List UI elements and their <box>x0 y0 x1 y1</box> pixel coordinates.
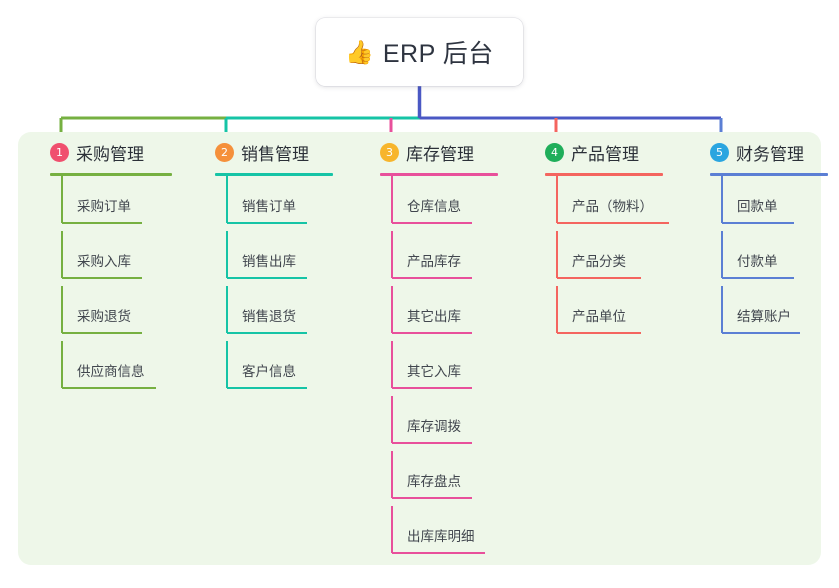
item-connector-stem <box>61 286 63 333</box>
item-underline <box>62 222 142 224</box>
item-label: 库存盘点 <box>407 474 461 489</box>
item-label: 产品（物料） <box>572 199 653 214</box>
item-connector-stem <box>391 231 393 278</box>
branch-columns: 1 采购管理采购订单采购入库采购退货供应商信息 2 销售管理销售订单销售出库销售退货客… <box>18 132 828 565</box>
thumbs-up-icon: 👍 <box>345 38 374 65</box>
item-connector-stem <box>391 451 393 498</box>
branch-title: 财务管理 <box>736 144 804 164</box>
item-label: 采购退货 <box>77 309 131 324</box>
item-underline <box>227 277 307 279</box>
branch-number-badge: 3 <box>380 142 399 162</box>
item-connector-stem <box>226 341 228 388</box>
item-underline <box>62 332 142 334</box>
item-connector-stem <box>226 176 228 223</box>
root-node[interactable]: 👍 ERP 后台 <box>316 18 523 86</box>
branch-header-1[interactable]: 1 采购管理 <box>28 132 144 172</box>
item-label: 出库库明细 <box>407 529 475 544</box>
item-underline <box>62 387 156 389</box>
branch-underline <box>215 173 333 176</box>
branch-number-badge: 2 <box>215 142 234 162</box>
item-connector-stem <box>391 286 393 333</box>
branch-column-3: 3 库存管理仓库信息产品库存其它出库其它入库库存调拨库存盘点出库库明细 <box>358 132 498 554</box>
item-label: 产品库存 <box>407 254 461 269</box>
branch-title: 采购管理 <box>76 144 144 164</box>
item-connector-stem <box>226 286 228 333</box>
item-underline <box>227 387 307 389</box>
branch-number-badge: 1 <box>50 142 69 162</box>
branch-title: 库存管理 <box>406 144 474 164</box>
root-title: ERP 后台 <box>382 40 494 68</box>
branch-underline <box>710 173 828 176</box>
item-connector-stem <box>391 506 393 553</box>
item-underline <box>722 222 794 224</box>
item-underline <box>392 277 472 279</box>
branch-column-4: 4 产品管理产品（物料） 产品分类产品单位 <box>523 132 669 334</box>
item-label: 采购入库 <box>77 254 131 269</box>
item-label: 结算账户 <box>737 309 791 324</box>
item-label: 付款单 <box>737 254 778 269</box>
item-label: 其它入库 <box>407 364 461 379</box>
item-underline <box>392 552 485 554</box>
root-node-content: 👍 ERP 后台 <box>345 34 494 70</box>
branch-number-badge: 4 <box>545 142 564 162</box>
item-underline <box>722 332 800 334</box>
item-underline <box>557 332 641 334</box>
item-label: 产品单位 <box>572 309 626 324</box>
item-underline <box>722 277 794 279</box>
item-label: 供应商信息 <box>77 364 145 379</box>
branch-column-2: 2 销售管理销售订单销售出库销售退货客户信息 <box>193 132 333 389</box>
item-connector-stem <box>391 341 393 388</box>
item-underline <box>557 277 641 279</box>
item-connector-stem <box>721 176 723 223</box>
item-label: 产品分类 <box>572 254 626 269</box>
branch-header-2[interactable]: 2 销售管理 <box>193 132 309 172</box>
item-label: 回款单 <box>737 199 778 214</box>
branch-header-4[interactable]: 4 产品管理 <box>523 132 639 172</box>
item-label: 客户信息 <box>242 364 296 379</box>
branch-title: 产品管理 <box>571 144 639 164</box>
item-underline <box>227 222 307 224</box>
branch-header-5[interactable]: 5 财务管理 <box>688 132 804 172</box>
branch-underline <box>380 173 498 176</box>
item-connector-stem <box>721 231 723 278</box>
item-underline <box>392 497 472 499</box>
item-label: 销售退货 <box>242 309 296 324</box>
item-label: 销售订单 <box>242 199 296 214</box>
item-underline <box>392 442 472 444</box>
branch-underline <box>50 173 172 176</box>
branch-column-1: 1 采购管理采购订单采购入库采购退货供应商信息 <box>28 132 172 389</box>
item-underline <box>392 222 472 224</box>
item-connector-stem <box>556 176 558 223</box>
item-label: 其它出库 <box>407 309 461 324</box>
item-connector-stem <box>61 176 63 223</box>
item-underline <box>557 222 669 224</box>
item-underline <box>227 332 307 334</box>
branch-header-3[interactable]: 3 库存管理 <box>358 132 474 172</box>
branch-underline <box>545 173 663 176</box>
item-connector-stem <box>391 396 393 443</box>
branch-title: 销售管理 <box>241 144 309 164</box>
branch-number-badge: 5 <box>710 142 729 162</box>
item-label: 销售出库 <box>242 254 296 269</box>
branch-column-5: 5 财务管理回款单付款单结算账户 <box>688 132 828 334</box>
item-label: 采购订单 <box>77 199 131 214</box>
item-connector-stem <box>391 176 393 223</box>
branches-panel <box>18 132 821 565</box>
item-label: 仓库信息 <box>407 199 461 214</box>
item-underline <box>392 332 472 334</box>
item-underline <box>62 277 142 279</box>
item-connector-stem <box>226 231 228 278</box>
item-connector-stem <box>556 231 558 278</box>
item-connector-stem <box>61 231 63 278</box>
item-label: 库存调拨 <box>407 419 461 434</box>
item-connector-stem <box>721 286 723 333</box>
item-underline <box>392 387 472 389</box>
item-connector-stem <box>556 286 558 333</box>
item-connector-stem <box>61 341 63 388</box>
